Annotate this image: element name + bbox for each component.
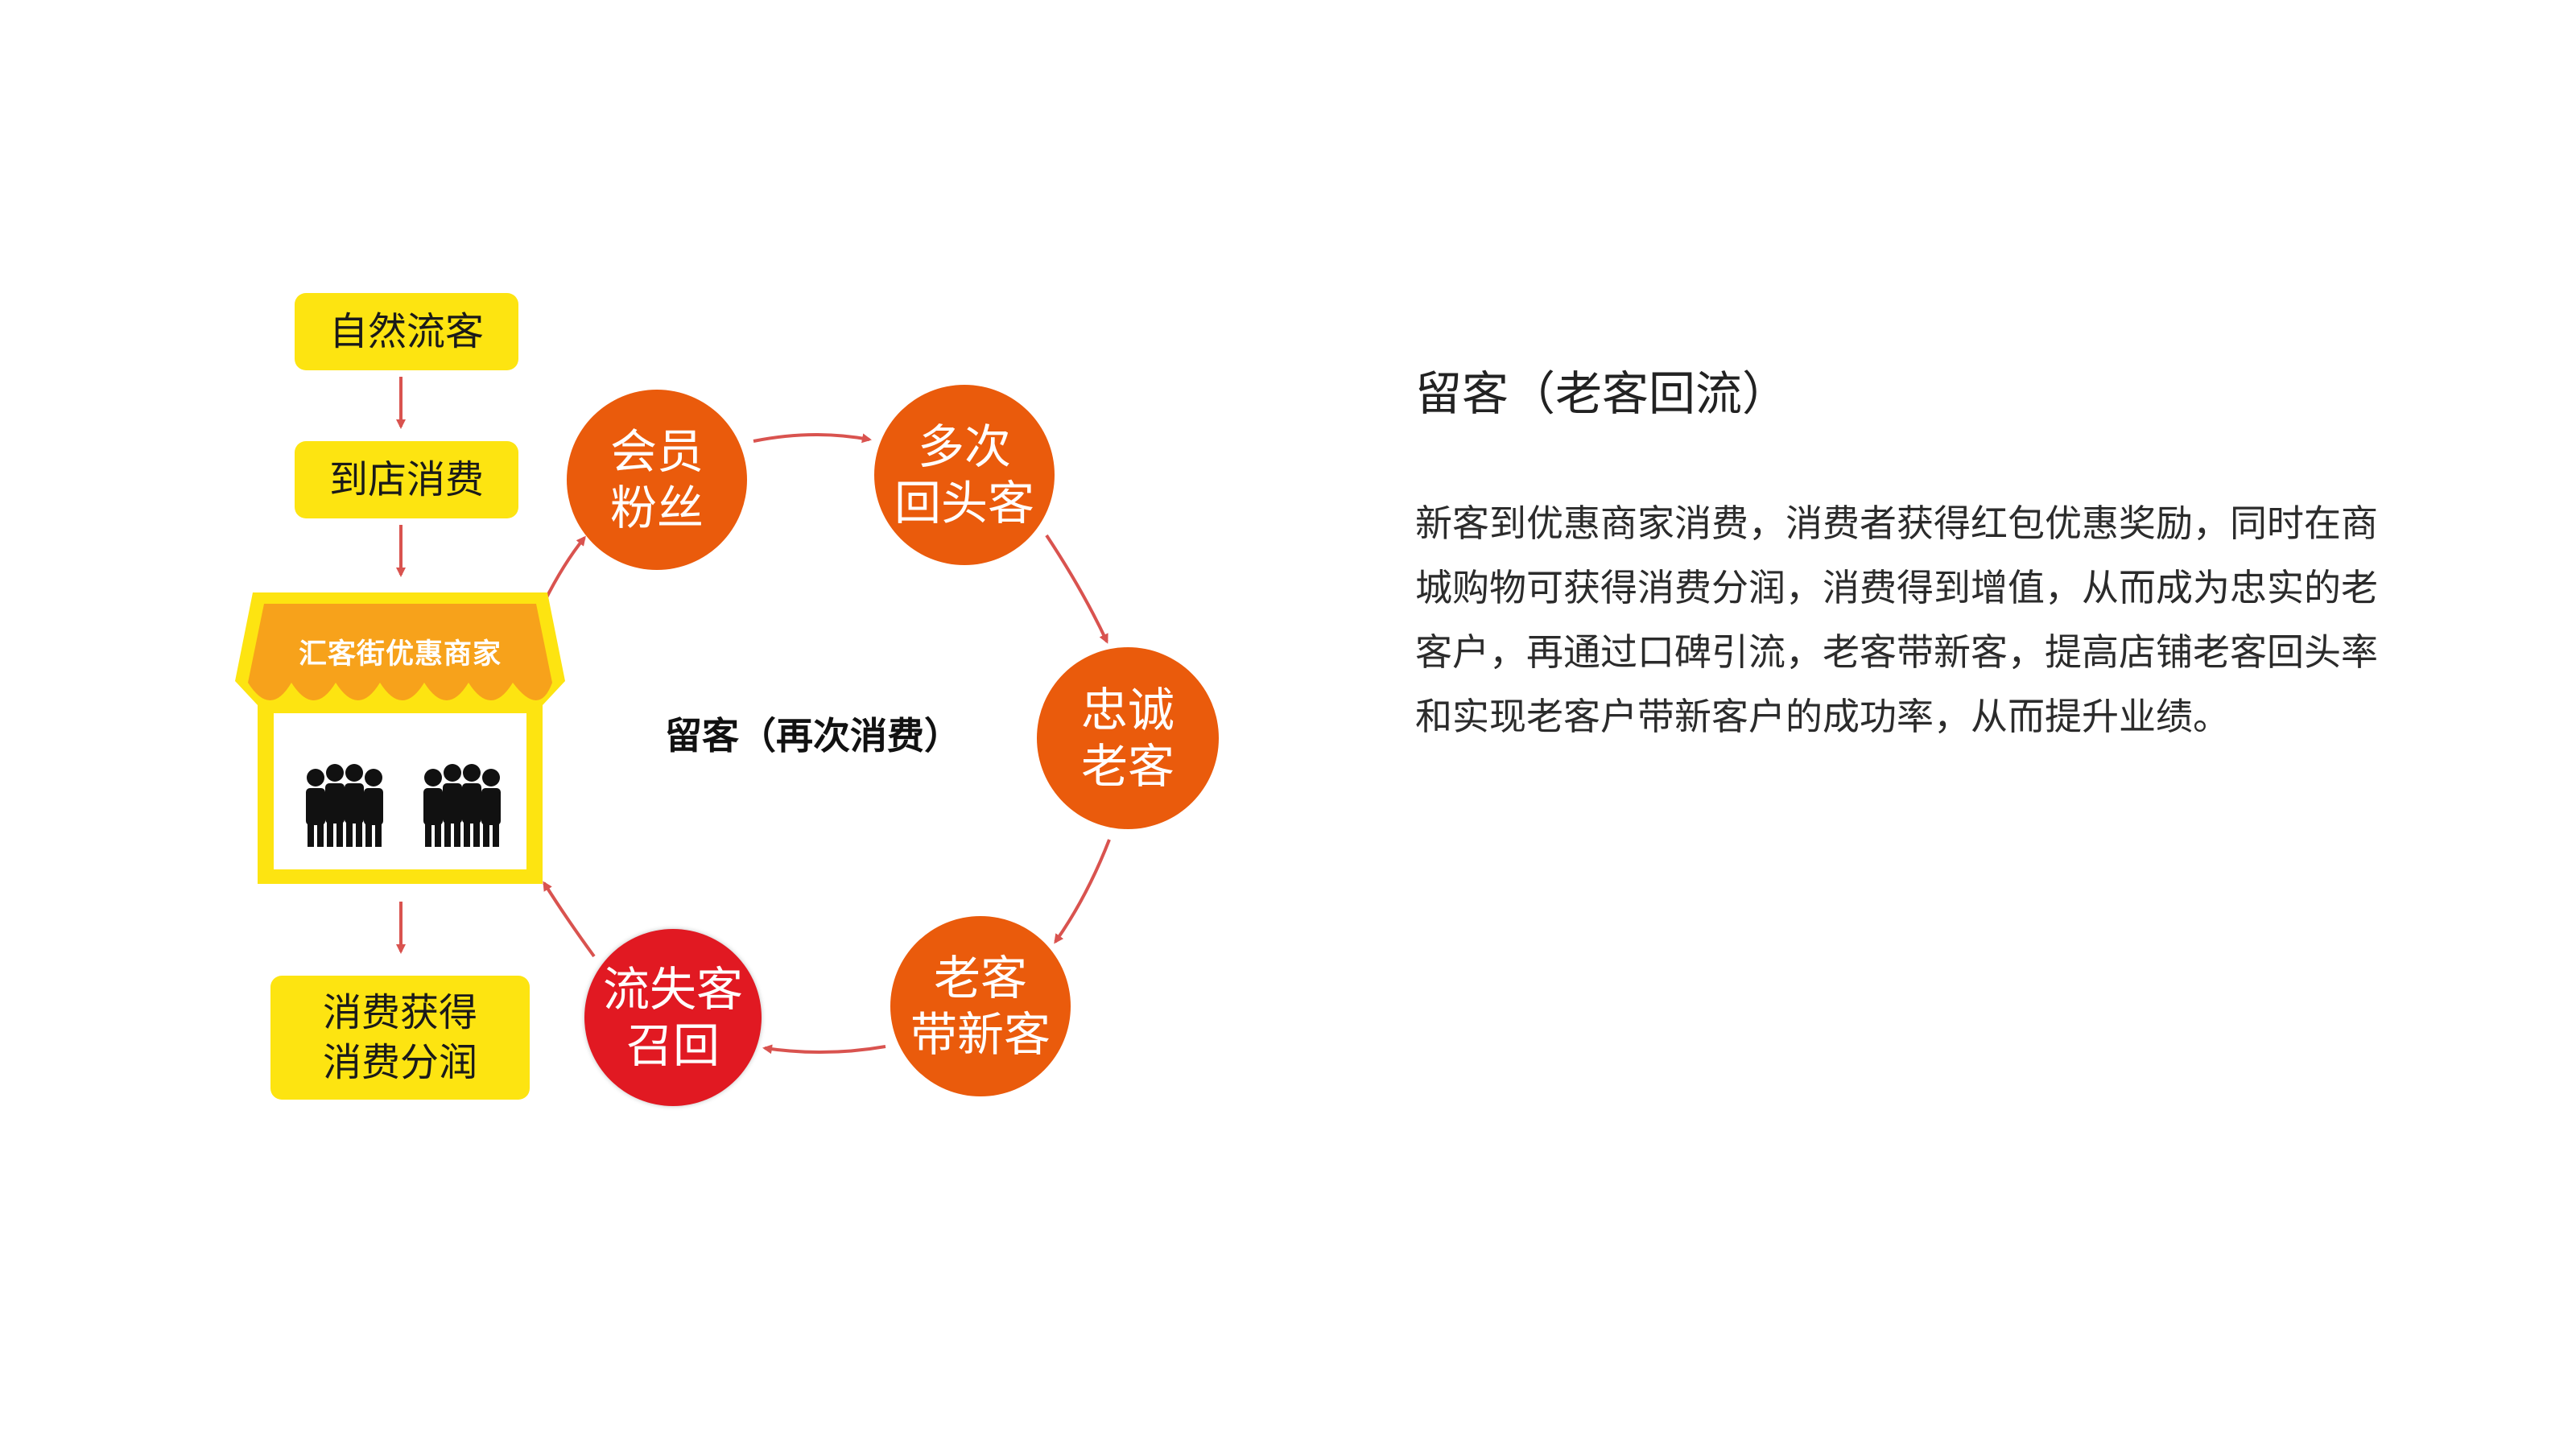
member-fans-line2: 粉丝 — [609, 481, 704, 535]
arrow-icon — [753, 432, 872, 444]
arrow-icon — [543, 881, 596, 958]
description-line-2: 城购物可获得消费分润，消费得到增值，从而成为忠实的老 — [1415, 566, 2378, 609]
profit-share-line2: 消费分润 — [322, 1040, 477, 1085]
repeat-customer-line1: 多次 — [917, 419, 1011, 474]
arrow-icon — [1045, 534, 1108, 644]
store-sign: 汇客街优惠商家 — [298, 638, 502, 671]
arrow-icon — [543, 535, 586, 603]
natural-traffic-box: 自然流客 — [295, 293, 518, 370]
arrow-icon — [1054, 839, 1111, 944]
flow-arrows — [396, 377, 1111, 1055]
retention-center-label: 留客（再次消费） — [665, 714, 961, 758]
profit-share-box: 消费获得 消费分润 — [270, 976, 530, 1100]
referral-node: 老客 带新客 — [890, 916, 1071, 1096]
repeat-customer-node: 多次 回头客 — [874, 385, 1055, 565]
description-line-3: 客户，再通过口碑引流，老客带新客，提高店铺老客回头率 — [1415, 630, 2378, 674]
loyal-customer-line2: 老客 — [1080, 739, 1174, 794]
natural-traffic-label: 自然流客 — [328, 309, 484, 354]
description-line-1: 新客到优惠商家消费，消费者获得红包优惠奖励，同时在商 — [1415, 502, 2378, 545]
member-fans-line1: 会员 — [609, 424, 704, 479]
retention-diagram: 自然流客 到店消费 消费获得 消费分润 — [235, 293, 1219, 1106]
referral-line2: 带新客 — [910, 1007, 1051, 1062]
store-icon — [235, 592, 565, 884]
panel-title: 留客（老客回流） — [1415, 366, 1790, 421]
repeat-customer-line2: 回头客 — [894, 476, 1034, 530]
people-group-icon — [423, 764, 501, 847]
in-store-visit-box: 到店消费 — [295, 441, 518, 518]
arrow-icon — [762, 1044, 886, 1055]
member-fans-node: 会员 粉丝 — [567, 390, 747, 570]
recall-line1: 流失客 — [602, 962, 743, 1017]
people-group-icon — [306, 764, 383, 847]
referral-line1: 老客 — [933, 951, 1027, 1005]
profit-share-line1: 消费获得 — [322, 990, 477, 1035]
recall-line2: 召回 — [625, 1018, 720, 1073]
loyal-customer-line1: 忠诚 — [1080, 683, 1174, 737]
description-line-4: 和实现老客户带新客户的成功率，从而提升业绩。 — [1415, 695, 2230, 738]
merchant-store: 汇客街优惠商家 — [235, 592, 565, 890]
lost-customer-recall-node: 流失客 召回 — [584, 929, 762, 1106]
loyal-customer-node: 忠诚 老客 — [1037, 647, 1219, 829]
in-store-visit-label: 到店消费 — [328, 457, 484, 502]
